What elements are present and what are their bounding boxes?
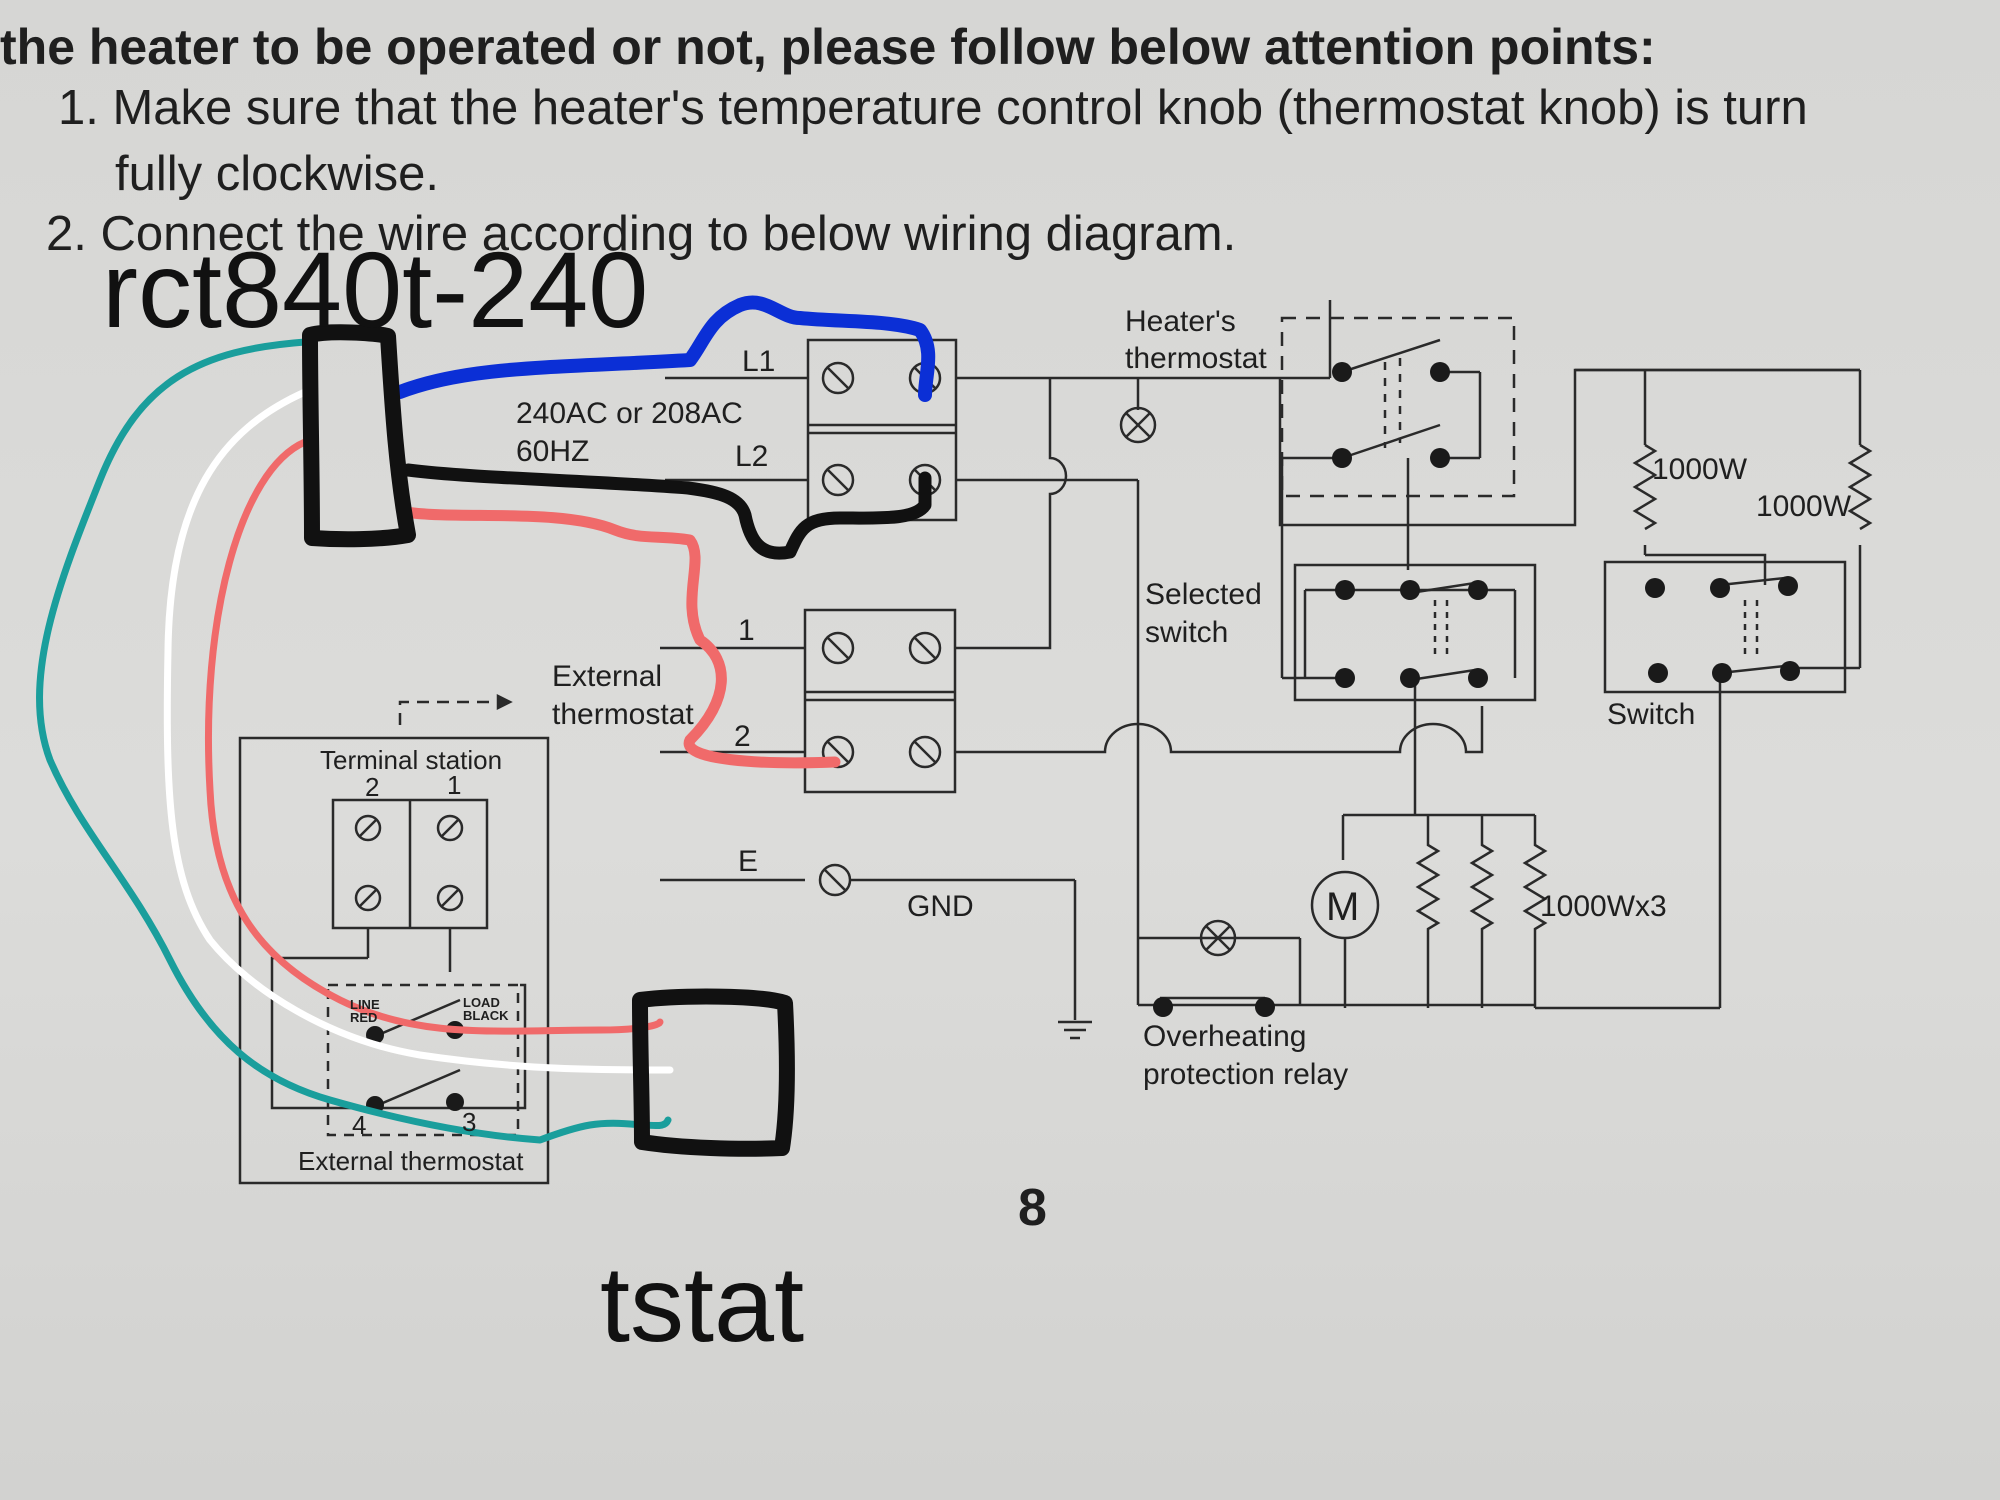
label-elements-1000wx3: 1000Wx3 bbox=[1540, 890, 1667, 923]
label-line-red: LINE RED bbox=[350, 997, 380, 1025]
screw-t1-left bbox=[821, 631, 855, 665]
element-1000w-a bbox=[1632, 443, 1658, 531]
label-ts-2: 2 bbox=[365, 772, 380, 802]
label-l2: L2 bbox=[735, 440, 769, 473]
ext-thermostat-dashed-box bbox=[326, 983, 520, 1137]
label-external-thermostat-box: External thermostat bbox=[298, 1146, 524, 1176]
label-supply: 240AC or 208AC bbox=[516, 397, 743, 430]
screw-ts-2-top bbox=[354, 814, 382, 842]
label-ts-1: 1 bbox=[447, 770, 462, 800]
label-heaters-thermostat-1: Heater's bbox=[1125, 305, 1236, 338]
label-switch: Switch bbox=[1607, 698, 1696, 731]
rct840t-240-box bbox=[302, 324, 416, 548]
screw-ts-1-top bbox=[436, 814, 464, 842]
teal-wire bbox=[36, 338, 672, 1144]
white-wire bbox=[163, 388, 674, 1074]
screw-t2-right bbox=[908, 735, 942, 769]
label-terminal-1: 1 bbox=[738, 614, 755, 647]
terminal-station-box bbox=[238, 736, 550, 1185]
label-4: 4 bbox=[352, 1110, 367, 1140]
screw-t2-left bbox=[821, 735, 855, 769]
red-wire-supply bbox=[399, 506, 841, 769]
screw-l2-left bbox=[821, 463, 855, 497]
label-overheating-1: Overheating bbox=[1143, 1020, 1307, 1053]
label-selected-switch-2: switch bbox=[1145, 616, 1229, 649]
screw-t1-right bbox=[908, 631, 942, 665]
switch-box bbox=[1603, 560, 1847, 694]
instruction-item-1-cont: fully clockwise. bbox=[115, 147, 440, 201]
annotation-tstat: tstat bbox=[600, 1243, 805, 1364]
blue-wire bbox=[393, 295, 936, 402]
instruction-item-2: 2. Connect the wire according to below w… bbox=[46, 207, 1237, 261]
label-terminal-2: 2 bbox=[734, 720, 751, 753]
label-selected-switch-1: Selected bbox=[1145, 578, 1262, 611]
label-heaters-thermostat-2: thermostat bbox=[1125, 342, 1267, 375]
label-external-thermostat-1: External bbox=[552, 660, 663, 693]
page-number: 8 bbox=[1018, 1179, 1047, 1237]
label-gnd: GND bbox=[907, 890, 974, 923]
screw-earth bbox=[818, 863, 852, 897]
indicator-lamp-top bbox=[1119, 406, 1157, 444]
screw-l1-left bbox=[821, 361, 855, 395]
label-element-1000w-b: 1000W bbox=[1756, 490, 1852, 523]
screw-ts-1-bottom bbox=[436, 884, 464, 912]
black-wire bbox=[401, 463, 932, 560]
instruction-heading: the heater to be operated or not, please… bbox=[0, 19, 1656, 75]
instruction-item-1: 1. Make sure that the heater's temperatu… bbox=[58, 81, 1808, 135]
label-3: 3 bbox=[462, 1107, 477, 1137]
indicator-lamp-bottom bbox=[1199, 919, 1237, 957]
label-frequency: 60HZ bbox=[516, 435, 590, 468]
label-terminal-station: Terminal station bbox=[320, 745, 503, 775]
label-l1: L1 bbox=[742, 345, 776, 378]
label-earth: E bbox=[738, 845, 759, 878]
label-motor: M bbox=[1326, 885, 1360, 929]
red-wire-tstat bbox=[204, 438, 664, 1035]
tstat-box bbox=[632, 988, 795, 1157]
element-1000w-b bbox=[1847, 443, 1873, 531]
t2-line bbox=[955, 706, 1484, 754]
label-overheating-2: protection relay bbox=[1143, 1058, 1349, 1091]
l1-drop bbox=[956, 378, 1068, 650]
annotation-model: rct840t-240 bbox=[102, 229, 649, 350]
label-external-thermostat-2: thermostat bbox=[552, 698, 694, 731]
label-load-black: LOAD BLACK bbox=[463, 995, 509, 1023]
heaters-thermostat-box bbox=[1280, 316, 1516, 498]
screw-ts-2-bottom bbox=[354, 884, 382, 912]
label-element-1000w-a: 1000W bbox=[1652, 453, 1748, 486]
